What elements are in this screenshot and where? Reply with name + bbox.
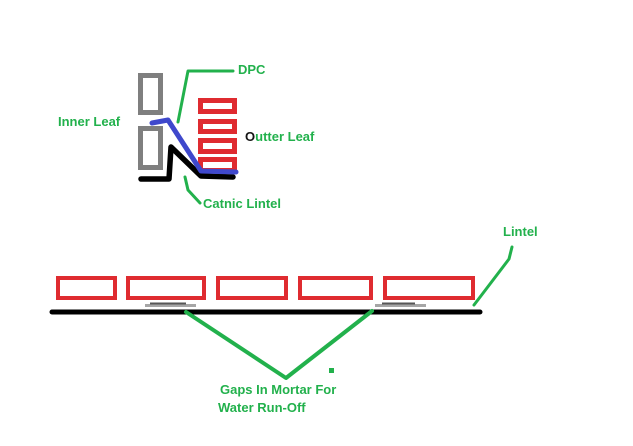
label-dpc: DPC — [238, 62, 266, 77]
brick — [383, 276, 475, 300]
mortar-gap-right — [375, 302, 426, 307]
label-outer-leaf-rest: utter Leaf — [255, 129, 315, 144]
inner-leaf-blocks — [138, 73, 163, 170]
label-outer-leaf-initial: O — [245, 129, 255, 144]
brick — [126, 276, 206, 300]
label-gaps-line1: Gaps In Mortar For — [220, 382, 336, 397]
inner-leaf-block — [138, 73, 163, 115]
dpc-membrane-line — [149, 117, 239, 175]
pointer-line-gaps — [184, 309, 374, 380]
pointer-line-lintel — [472, 245, 514, 307]
label-outer-leaf: Outter Leaf — [245, 129, 315, 144]
brick — [216, 276, 288, 300]
brick — [198, 138, 237, 154]
label-inner-leaf: Inner Leaf — [58, 114, 121, 129]
catnic-lintel-profile — [138, 144, 236, 182]
brick — [198, 98, 237, 114]
brick — [298, 276, 373, 300]
brick — [198, 119, 237, 134]
outer-leaf-bricks-top — [198, 98, 237, 173]
label-lintel: Lintel — [503, 224, 538, 239]
brick — [56, 276, 117, 300]
label-gaps-line2: Water Run-Off — [218, 400, 306, 415]
pointer-line-dpc — [176, 69, 235, 124]
mortar-gap-left — [145, 302, 196, 307]
inner-leaf-block — [138, 126, 163, 170]
pointer-line-catnic-lintel — [183, 175, 202, 205]
green-dot — [329, 368, 334, 373]
label-catnic-lintel: Catnic Lintel — [203, 196, 281, 211]
brick-row-bottom — [56, 276, 475, 300]
